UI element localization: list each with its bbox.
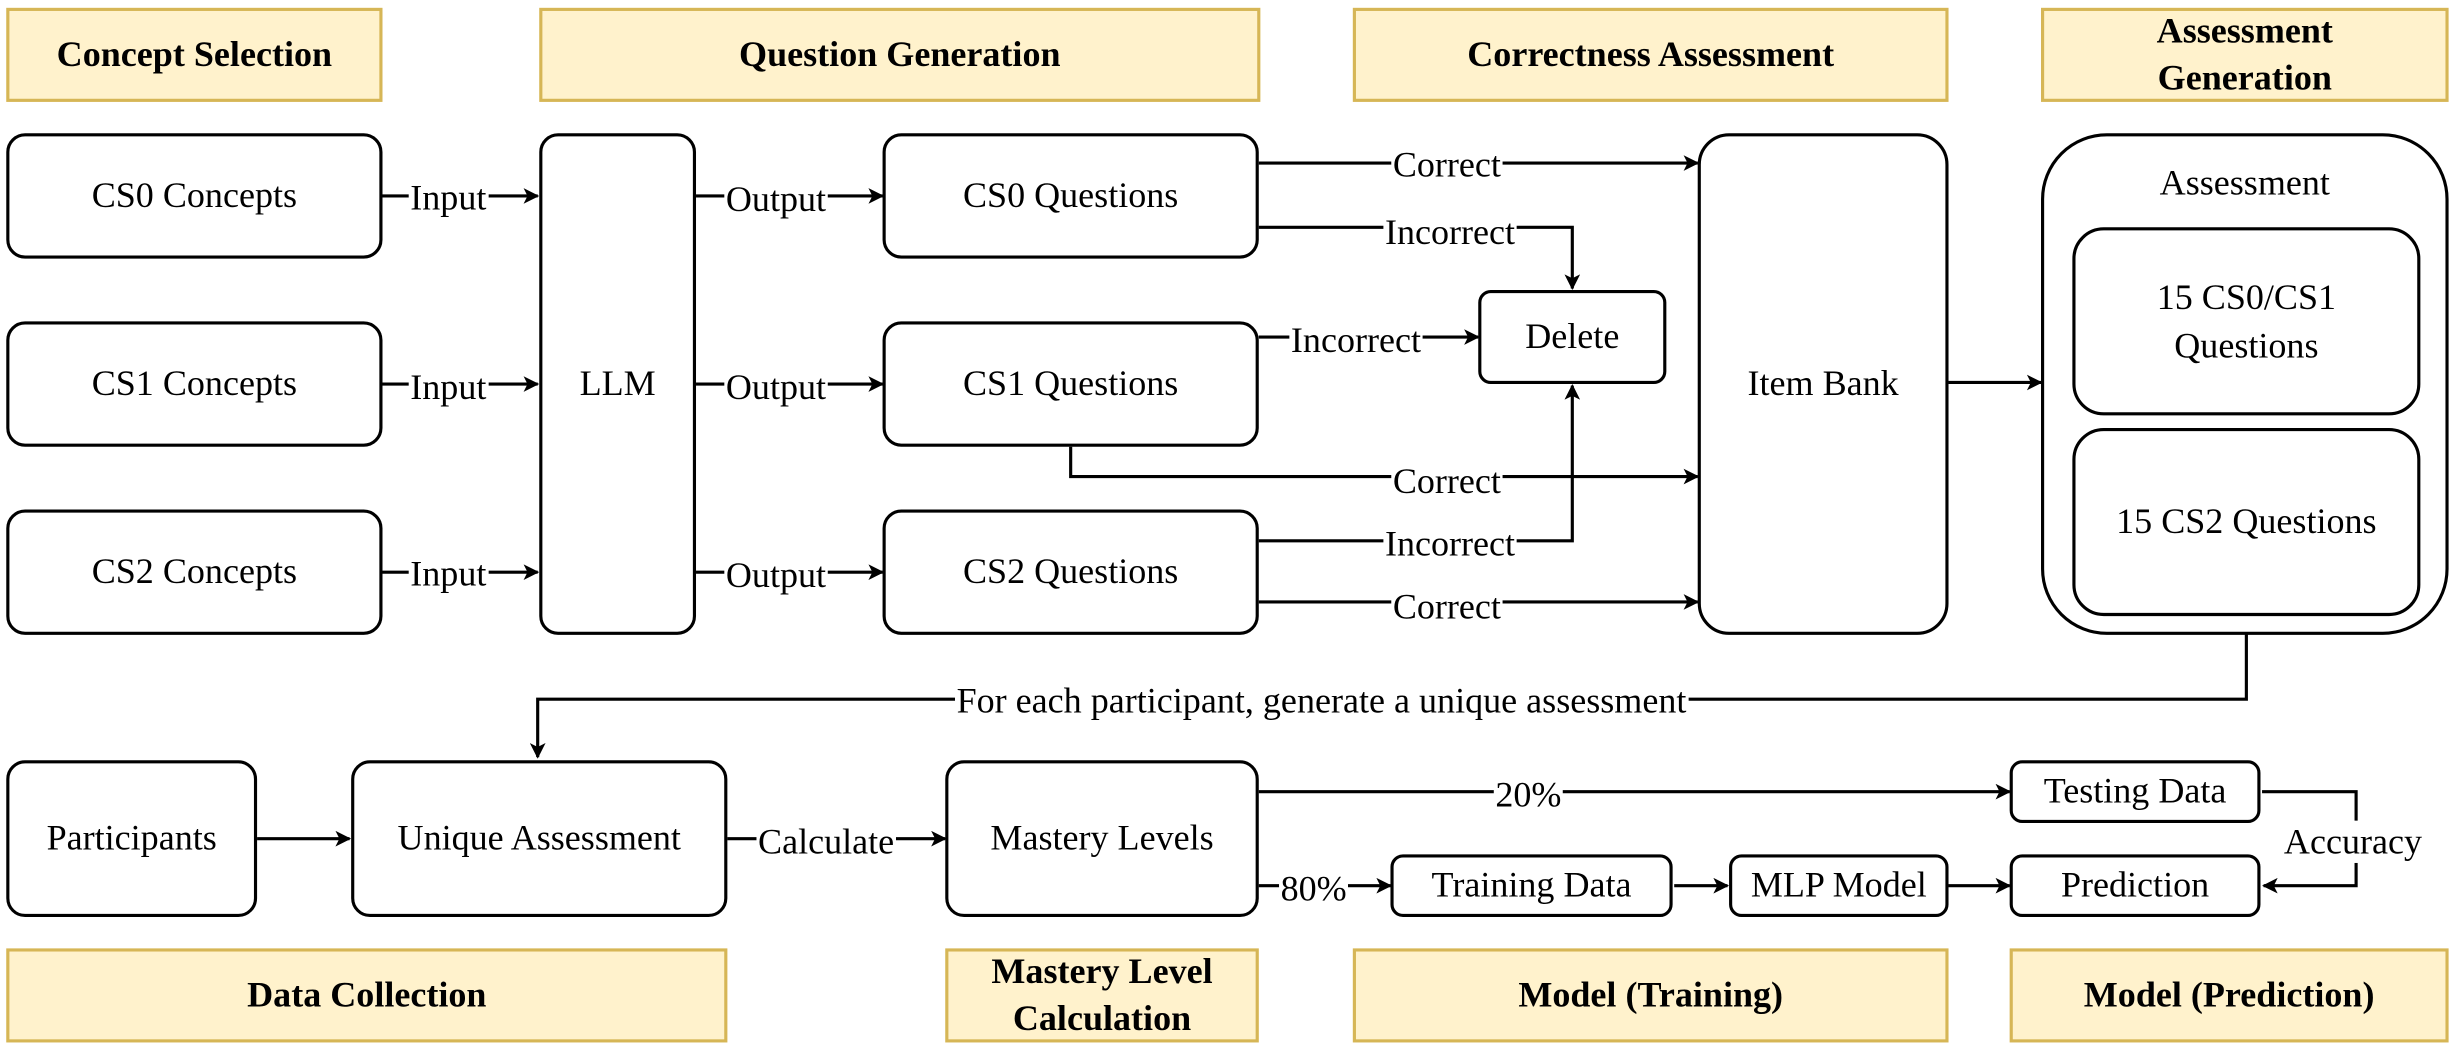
stage-mastery-level-calculation: Mastery Level Calculation bbox=[945, 948, 1259, 1043]
stage-correctness-assessment: Correctness Assessment bbox=[1352, 7, 1949, 102]
mlp-model-node: MLP Model bbox=[1729, 854, 1949, 918]
label-input-cs0: Input bbox=[408, 176, 488, 219]
label-incorrect-cs0: Incorrect bbox=[1383, 210, 1517, 254]
label-calculate: Calculate bbox=[756, 820, 896, 863]
cs2-questions-node: CS2 Questions bbox=[882, 509, 1259, 635]
prediction-node: Prediction bbox=[2009, 854, 2261, 918]
training-data-node: Training Data bbox=[1390, 854, 1673, 918]
stage-assessment-generation: Assessment Generation bbox=[2041, 7, 2449, 102]
cs2-concepts-node: CS2 Concepts bbox=[6, 509, 383, 635]
label-correct-cs0: Correct bbox=[1391, 143, 1503, 186]
label-input-cs1: Input bbox=[408, 366, 488, 409]
unique-assessment-node: Unique Assessment bbox=[351, 760, 728, 918]
label-accuracy: Accuracy bbox=[2282, 820, 2424, 863]
stage-model-prediction: Model (Prediction) bbox=[2009, 948, 2449, 1043]
stage-question-generation: Question Generation bbox=[539, 7, 1261, 102]
testing-data-node: Testing Data bbox=[2009, 760, 2261, 823]
item-bank-node: Item Bank bbox=[1697, 133, 1949, 635]
cs0-questions-node: CS0 Questions bbox=[882, 133, 1259, 259]
label-output-cs0: Output bbox=[724, 177, 828, 221]
stage-data-collection: Data Collection bbox=[6, 948, 728, 1043]
cs1-questions-node: CS1 Questions bbox=[882, 321, 1259, 447]
cs2-questions-15-node: 15 CS2 Questions bbox=[2072, 427, 2421, 617]
label-output-cs2: Output bbox=[724, 554, 828, 597]
cs1-concepts-node: CS1 Concepts bbox=[6, 321, 383, 447]
edge-cs2-incorrect bbox=[1258, 384, 1581, 543]
label-correct-cs1: Correct bbox=[1391, 460, 1503, 503]
cs0-concepts-node: CS0 Concepts bbox=[6, 133, 383, 259]
label-input-cs2: Input bbox=[408, 552, 488, 595]
delete-node: Delete bbox=[1478, 290, 1667, 385]
llm-node: LLM bbox=[539, 133, 697, 635]
label-output-cs1: Output bbox=[724, 366, 828, 409]
mastery-levels-node: Mastery Levels bbox=[945, 760, 1259, 918]
label-incorrect-cs1: Incorrect bbox=[1289, 319, 1423, 362]
stage-concept-selection: Concept Selection bbox=[6, 7, 383, 102]
label-for-each-participant: For each participant, generate a unique … bbox=[954, 679, 1688, 722]
label-correct-cs2: Correct bbox=[1391, 585, 1503, 628]
edge-cs0-incorrect bbox=[1258, 225, 1581, 291]
assessment-title: Assessment bbox=[2159, 163, 2330, 203]
label-80-percent: 80% bbox=[1279, 867, 1349, 910]
participants-node: Participants bbox=[6, 760, 258, 918]
label-incorrect-cs2: Incorrect bbox=[1383, 522, 1517, 566]
edge-cs1-correct bbox=[1069, 446, 1700, 485]
label-20-percent: 20% bbox=[1493, 773, 1564, 816]
cs0-cs1-questions-node: 15 CS0/CS1 Questions bbox=[2072, 227, 2421, 416]
stage-model-training: Model (Training) bbox=[1352, 948, 1949, 1043]
